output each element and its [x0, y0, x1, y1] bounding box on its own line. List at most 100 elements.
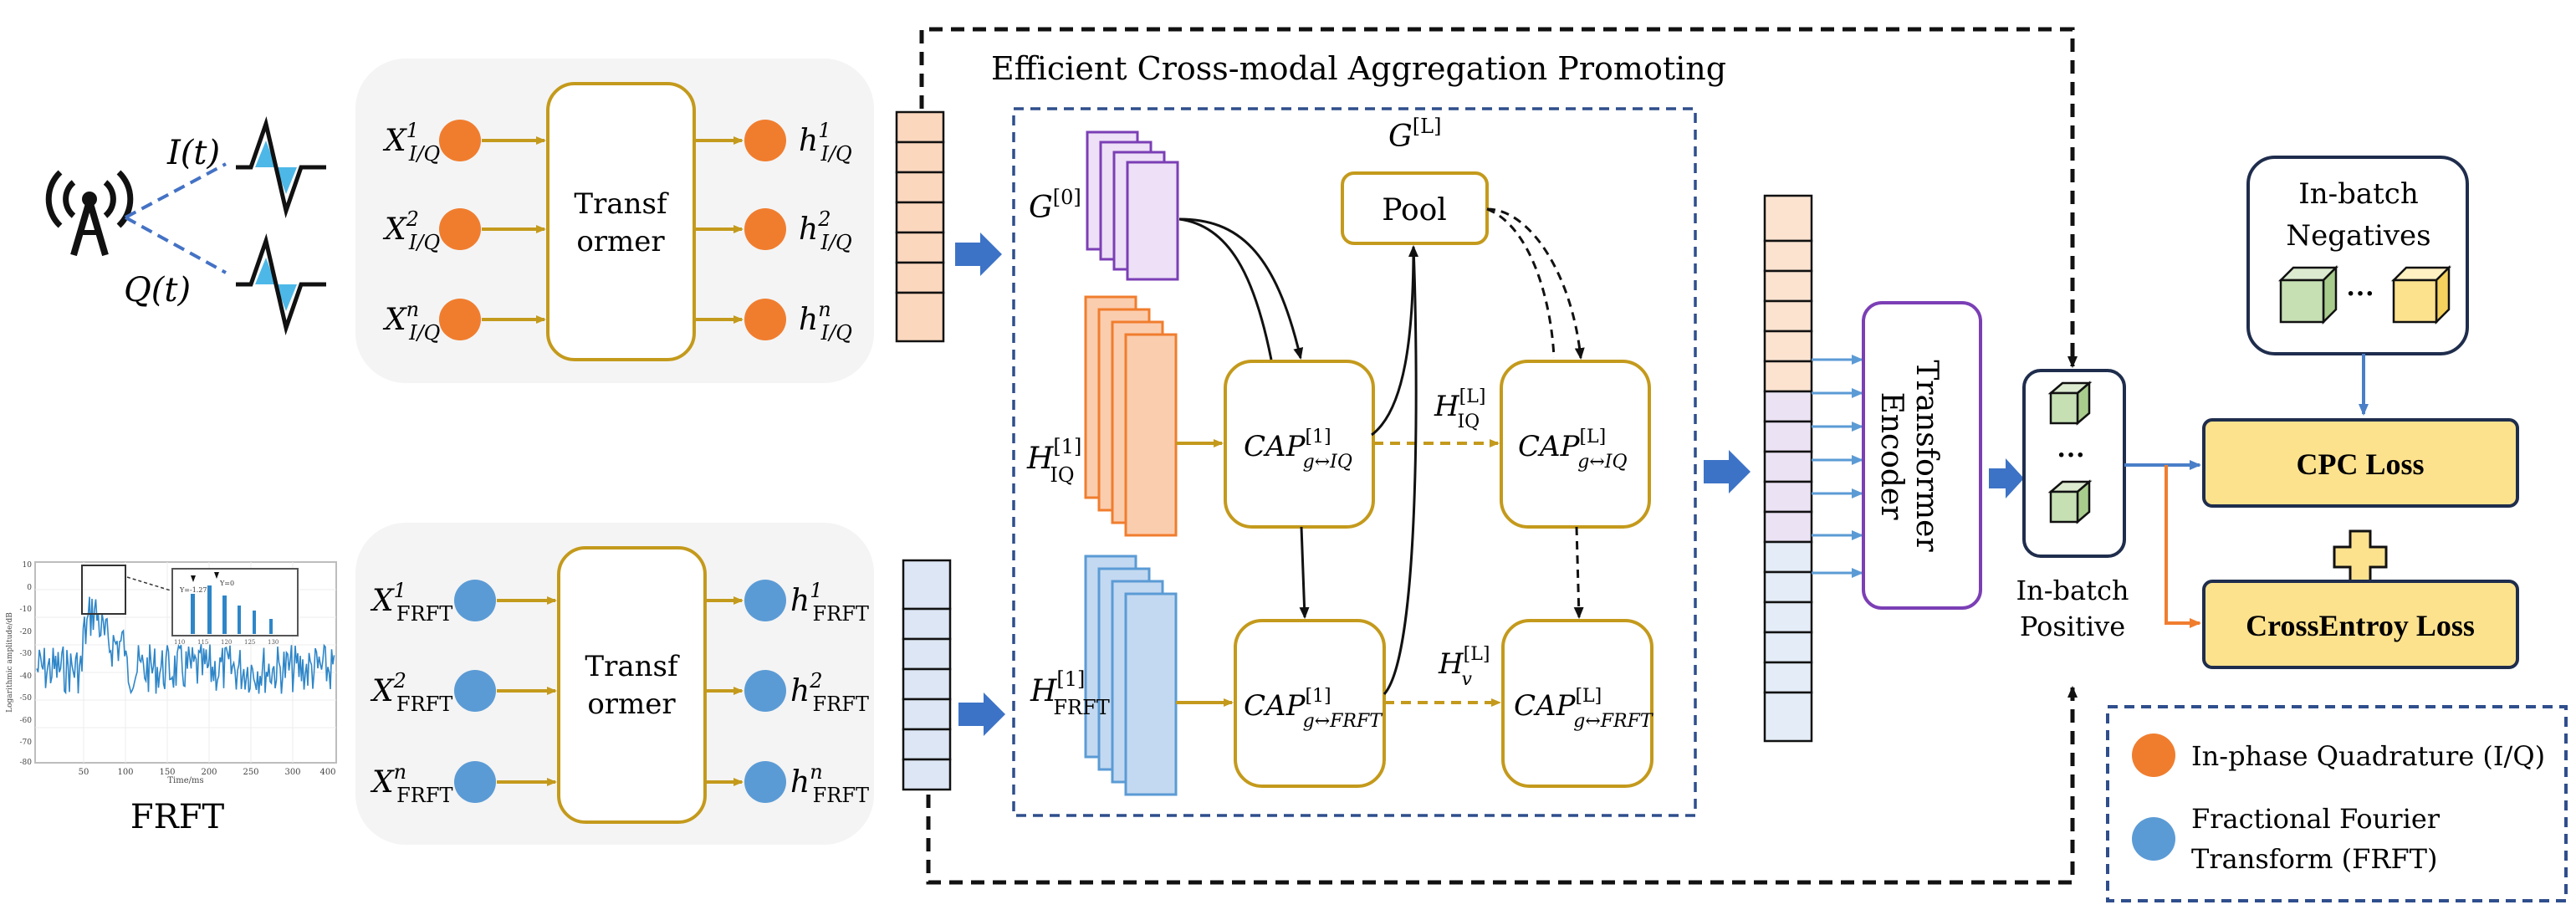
svg-text:h1I/Q: h1I/Q — [799, 119, 852, 166]
hfrft1-feature-stack — [1084, 555, 1178, 796]
svg-text:Transf: Transf — [585, 650, 680, 683]
cpc-loss-box — [2202, 418, 2519, 508]
svg-text:-40: -40 — [20, 672, 33, 681]
i-branch-line — [125, 162, 227, 219]
cap-flow-arrows — [1176, 207, 1585, 707]
legend-frft-label-line2: Transform (FRFT) — [2191, 843, 2437, 875]
legend-iq-label: In-phase Quadrature (I/Q) — [2191, 740, 2545, 772]
svg-text:CrossEntroy Loss: CrossEntroy Loss — [2246, 609, 2475, 642]
svg-text:-50: -50 — [20, 694, 33, 703]
svg-text:Time/ms: Time/ms — [167, 776, 203, 785]
legend-iq-swatch — [2132, 734, 2175, 777]
svg-text:-70: -70 — [20, 739, 33, 747]
svg-text:X1I/Q: X1I/Q — [382, 119, 440, 166]
token-to-encoder-arrows — [1812, 355, 1863, 578]
frft-skip-connection — [926, 686, 2078, 885]
antenna-icon — [45, 170, 134, 257]
i-waveform-icon — [236, 115, 326, 219]
frft-to-cap-arrow-icon — [958, 693, 1005, 736]
svg-text:CAP[L]g↔IQ: CAP[L]g↔IQ — [1518, 427, 1627, 473]
frft-inputs — [454, 580, 557, 803]
frft-spectrum-plot: Y=-1.27 Y=0 110 115 120 125 130 10 0 -10… — [6, 561, 337, 785]
negatives-ellipsis: ··· — [2346, 279, 2374, 309]
cap-frft-layer-l — [1501, 619, 1653, 788]
iq-outputs — [694, 120, 786, 340]
encoder-to-positive-arrow-icon — [1989, 458, 2024, 498]
svg-text:300: 300 — [284, 768, 300, 777]
positive-label-line2: Positive — [2020, 611, 2125, 642]
g0-label: G[0] — [1029, 186, 1081, 225]
cap-iq-layer-l — [1500, 360, 1651, 529]
svg-text:115: 115 — [197, 639, 208, 646]
positive-ellipsis: ··· — [2057, 440, 2085, 471]
svg-text:0: 0 — [27, 584, 32, 592]
negative-cube-icon-green — [2277, 264, 2339, 325]
svg-text:250: 250 — [243, 768, 258, 777]
i-signal-label: I(t) — [166, 134, 220, 172]
svg-text:120: 120 — [221, 639, 232, 646]
frft-transformer — [557, 546, 707, 824]
cap-module-title: Efficient Cross-modal Aggregation Promot… — [991, 50, 1726, 87]
legend-frft-swatch — [2132, 817, 2175, 861]
svg-text:110: 110 — [174, 639, 185, 646]
crossentropy-loss-box — [2202, 580, 2519, 669]
hiq1-label: H[1]IQ — [1026, 435, 1081, 487]
plus-icon — [2333, 529, 2388, 585]
svg-text:Y=-1.27: Y=-1.27 — [179, 586, 207, 594]
g0-feature-stack — [1086, 130, 1179, 281]
svg-text:-60: -60 — [20, 717, 33, 725]
svg-text:X2I/Q: X2I/Q — [382, 207, 440, 254]
svg-text:-80: -80 — [20, 759, 33, 767]
svg-text:CAP[1]g↔IQ: CAP[1]g↔IQ — [1244, 427, 1352, 473]
gl-label: G[L] — [1388, 115, 1441, 154]
iq-transformer — [546, 82, 696, 361]
svg-text:125: 125 — [244, 639, 255, 646]
svg-text:200: 200 — [201, 768, 217, 777]
svg-text:CPC Loss: CPC Loss — [2296, 447, 2424, 481]
svg-text:Negatives: Negatives — [2286, 219, 2430, 253]
cap-module-frame — [1012, 107, 1697, 817]
svg-text:100: 100 — [117, 768, 133, 777]
q-waveform-icon — [236, 233, 326, 336]
svg-text:400: 400 — [319, 768, 335, 777]
positive-label-line1: In-batch — [2016, 575, 2129, 606]
svg-text:ormer: ormer — [587, 688, 676, 721]
svg-text:Transformer: Transformer — [1909, 360, 1944, 552]
cap-to-encoder-arrow-icon — [1704, 450, 1751, 493]
svg-text:-10: -10 — [20, 606, 33, 614]
iq-skip-connection — [919, 27, 2078, 368]
svg-text:Pool: Pool — [1382, 193, 1447, 227]
svg-text:Encoder: Encoder — [1874, 392, 1909, 521]
svg-text:Y=0: Y=0 — [219, 580, 234, 587]
legend — [2106, 705, 2568, 902]
positive-cube-icon-bottom — [2047, 479, 2093, 524]
legend-frft-label-line1: Fractional Fourier — [2191, 803, 2441, 835]
svg-text:Transf: Transf — [574, 187, 669, 221]
svg-text:CAP[1]g↔FRFT: CAP[1]g↔FRFT — [1244, 686, 1383, 732]
svg-text:150: 150 — [159, 768, 175, 777]
iq-token-stack — [895, 110, 945, 343]
svg-text:130: 130 — [268, 639, 279, 646]
svg-text:In-batch: In-batch — [2298, 177, 2418, 211]
q-branch-line — [125, 216, 227, 274]
svg-text:hnI/Q: hnI/Q — [799, 298, 852, 345]
frft-outputs — [705, 580, 786, 803]
svg-text:-30: -30 — [20, 650, 33, 658]
hfrft1-label: H[1]FRFT — [1030, 667, 1110, 719]
negative-cube-icon-yellow — [2390, 264, 2452, 325]
frft-caption: FRFT — [130, 798, 225, 836]
positive-to-ce-arrow — [2165, 465, 2201, 628]
svg-text:-20: -20 — [20, 628, 33, 636]
svg-text:50: 50 — [79, 768, 89, 777]
svg-text:XnI/Q: XnI/Q — [382, 298, 440, 345]
